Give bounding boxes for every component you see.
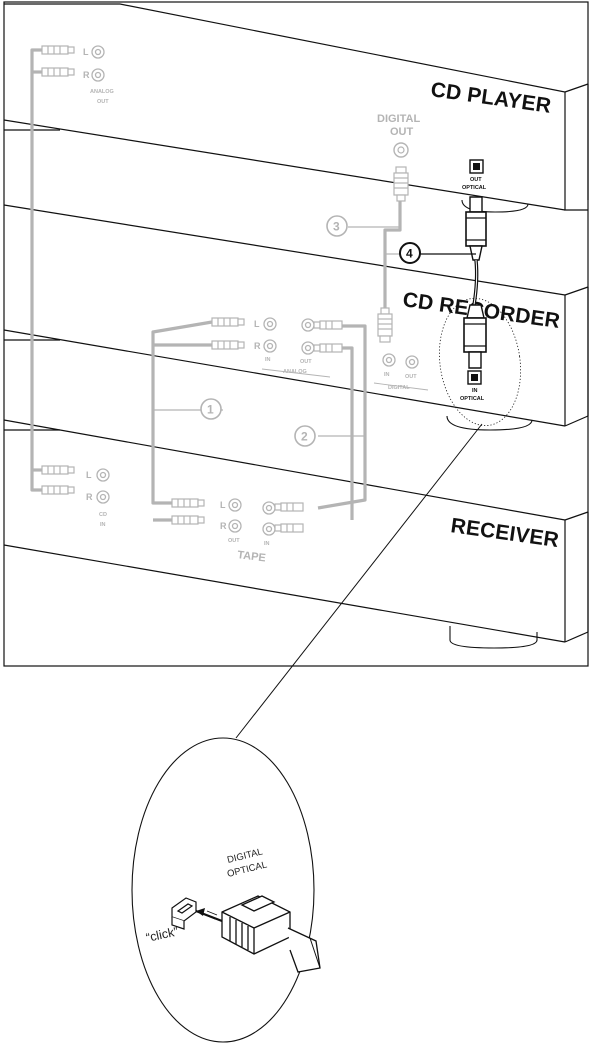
cdr-digital-label: DIGITAL — [388, 385, 410, 391]
jack-icon — [263, 317, 315, 355]
optical-cable — [463, 196, 487, 369]
rcv-tape-label: TAPE — [237, 549, 267, 564]
cd-recorder-analog: L R IN OUT ANALOG — [211, 317, 343, 378]
cd-player-unit — [3, 3, 589, 211]
jack-icon — [382, 353, 419, 369]
rca-plug-receiver-cd — [41, 465, 75, 495]
callout-1: 1 — [200, 398, 222, 420]
detail-bubble: DIGITAL OPTICAL “click” — [131, 737, 321, 1043]
rcv-tape-r-label: R — [220, 521, 227, 531]
rca-plug-recorder-in — [211, 317, 245, 350]
callout-4: 4 — [385, 242, 476, 264]
cdr-r-label: R — [254, 341, 261, 351]
magnifier-ring — [439, 297, 521, 427]
jack-icon — [91, 45, 105, 82]
cdp-optical-label: OPTICAL — [462, 185, 487, 191]
cd-recorder-foot — [446, 415, 533, 431]
jack-icon — [228, 498, 276, 536]
rcv-cd-r-label: R — [86, 492, 93, 502]
cd-player-analog-jacks: L R ANALOG OUT — [41, 45, 114, 105]
optical-socket-icon — [171, 897, 197, 930]
cdr-digital-out-label: OUT — [405, 374, 417, 380]
rca-plug-receiver-tape-out — [171, 498, 205, 525]
cdp-digital-label: DIGITAL — [377, 113, 420, 125]
receiver-tape: L R OUT IN TAPE — [171, 498, 304, 564]
cdr-optical-in-label: IN — [472, 388, 478, 394]
coax-plug-bottom — [377, 307, 393, 343]
cdp-r-label: R — [83, 70, 90, 80]
click-label: “click” — [145, 924, 180, 944]
callout-3: 3 — [326, 215, 348, 237]
receiver-cd-in: L R CD IN — [41, 465, 110, 528]
cd-player-optical-out: OUT OPTICAL — [462, 159, 487, 191]
cd-recorder-optical-in: IN OPTICAL — [460, 370, 485, 402]
rca-plug-receiver-tape-in — [274, 502, 304, 533]
cd-player-digital-out: DIGITAL OUT — [377, 113, 420, 202]
rcv-tape-out-label: OUT — [228, 538, 240, 544]
cdp-digital-out-label: OUT — [390, 126, 414, 138]
rcv-tape-l-label: L — [220, 500, 226, 510]
cdr-analog-label: ANALOG — [283, 369, 307, 375]
cd-recorder-digital: IN OUT DIGITAL — [373, 307, 429, 391]
insert-arrow-icon — [195, 908, 223, 923]
cd-player-label: CD PLAYER — [429, 78, 552, 118]
cdr-l-label: L — [254, 319, 260, 329]
rcv-cd-label: CD — [99, 512, 107, 518]
rca-plug-left — [41, 45, 75, 77]
receiver-foot — [449, 626, 538, 649]
rcv-cd-in-label: IN — [100, 522, 106, 528]
cdp-optical-out-label: OUT — [470, 177, 482, 183]
receiver-label: RECEIVER — [449, 514, 560, 552]
cdr-digital-in-label: IN — [384, 372, 390, 378]
cdp-l-label: L — [83, 47, 89, 57]
callout-1-number: 1 — [207, 403, 214, 417]
rcv-cd-l-label: L — [86, 470, 92, 480]
rcv-tape-in-label: IN — [264, 541, 270, 547]
cdp-out-label: OUT — [97, 99, 109, 105]
gray-cables — [30, 48, 402, 522]
cdr-out-label: OUT — [300, 359, 312, 365]
cdr-in-label: IN — [265, 357, 271, 363]
callout-2: 2 — [294, 425, 316, 447]
cd-player-foot — [461, 199, 529, 213]
jack-icon — [96, 468, 110, 504]
callout-2-number: 2 — [301, 430, 308, 444]
cdr-optical-label: OPTICAL — [460, 396, 485, 402]
coax-plug-top — [393, 166, 409, 202]
detail-leader-line — [235, 423, 483, 739]
callout-4-number: 4 — [406, 247, 413, 261]
optical-plug-icon — [221, 895, 321, 973]
callout-3-number: 3 — [333, 220, 340, 234]
rca-plug-recorder-out — [313, 320, 343, 353]
cdp-analog-label: ANALOG — [90, 89, 114, 95]
callout-leaders — [153, 226, 400, 437]
